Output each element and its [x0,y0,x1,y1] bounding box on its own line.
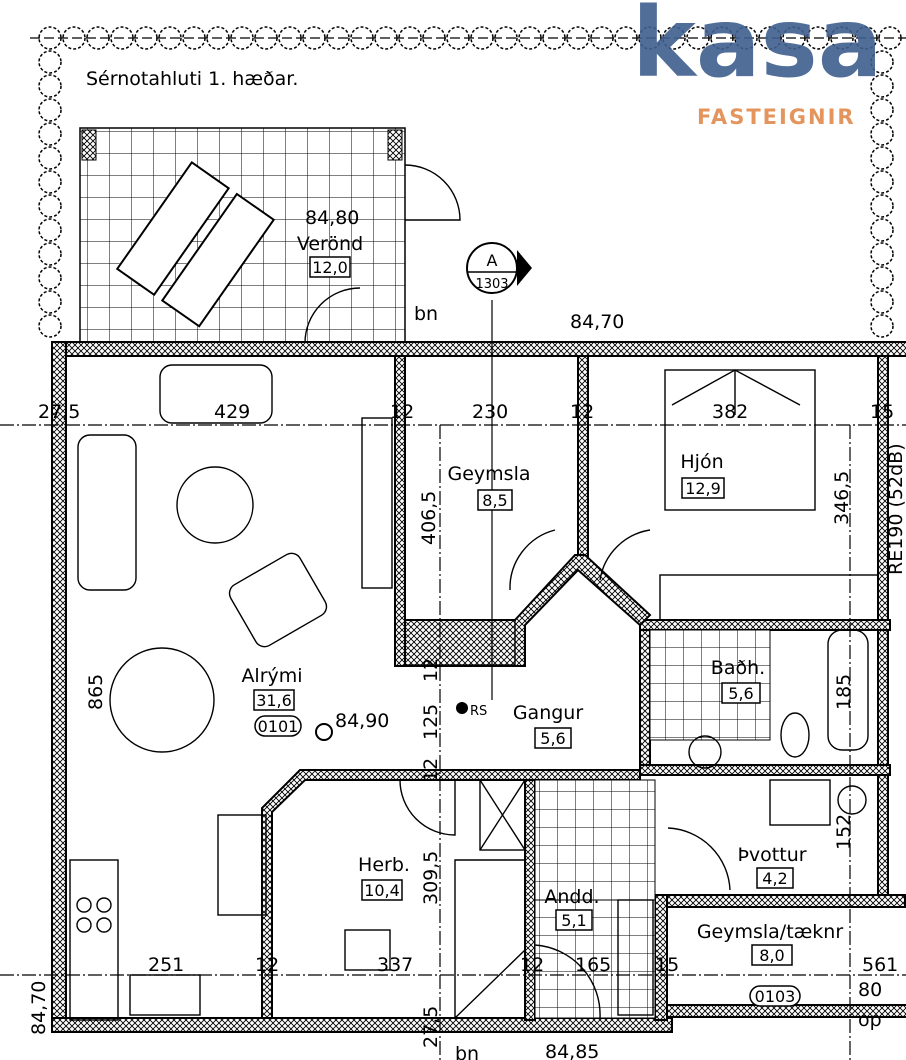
shrub-icon [38,50,62,74]
section-sheet: 1303 [475,277,508,292]
shrub-icon [38,218,62,242]
shrub-icon [38,242,62,266]
shrub-icon [38,122,62,146]
room-area: 31,6 [256,691,292,710]
dimensions-bottom: 251 12 337 12 165 15 561 80 [148,954,898,1001]
logo-text: kasa [632,0,883,99]
room-area: 12,0 [312,258,348,277]
elevation: 84,90 [335,710,389,732]
elevation: 84,70 [28,981,50,1035]
dimension: 12 [420,658,442,682]
annotation-bn: bn [414,303,438,325]
shrub-icon [38,146,62,170]
shrub-icon [38,314,62,338]
dimensions-vertical: 406,5 346,5 865 125 12 12 185 309,5 152 … [85,471,855,1048]
dimension: 152 [833,814,855,850]
dimension: 125 [420,704,442,740]
annotation-rs: RS [470,704,487,719]
logo-subtitle: FASTEIGNIR [697,105,856,129]
dimensions-top: 27,5 429 12 230 12 382 15 [38,401,894,423]
shrub-icon [870,314,894,338]
shrub-icon [870,98,894,122]
room-area: 8,5 [482,491,507,510]
dimension: 185 [833,674,855,710]
shrub-icon [870,266,894,290]
room-labels: Verönd 12,0 Geymsla 8,5 Hjón 12,9 Alrými… [241,233,844,1007]
section-marker: A 1303 [466,242,532,294]
shrub-icon [870,122,894,146]
dimension: 12 [520,954,544,976]
room-name: Andd. [544,886,599,908]
shrub-icon [870,146,894,170]
dimension: 27,5 [38,401,80,423]
dimension: 230 [472,401,508,423]
room-name: Verönd [297,233,363,255]
plan-title: Sérnotahluti 1. hæðar. [86,68,298,90]
hedge-border [38,26,902,338]
dimension: 309,5 [420,851,442,905]
shrub-icon [38,290,62,314]
room-name: Alrými [241,665,302,687]
shrub-icon [38,194,62,218]
room-area: 5,6 [728,684,753,703]
shrub-icon [38,74,62,98]
room-name: Hjón [680,451,723,473]
room-code: 0101 [258,717,299,736]
dimension: 337 [377,954,413,976]
shrub-icon [870,194,894,218]
shrub-icon [38,98,62,122]
dimension: 12 [570,401,594,423]
furniture [69,364,869,1021]
room-name: Baðh. [711,657,765,679]
dimension: 865 [85,674,107,710]
dimension: 12 [255,954,279,976]
shrub-icon [870,242,894,266]
room-name: Geymsla [448,463,531,485]
room-area: 5,6 [540,729,565,748]
room-area: 4,2 [762,869,787,888]
room-name: Gangur [513,702,584,724]
annotation-op: op [858,1009,882,1031]
room-area: 5,1 [561,911,586,930]
kasa-logo: kasa FASTEIGNIR [632,0,883,129]
room-code: 0103 [755,987,796,1006]
elevation: 84,70 [570,311,624,333]
section-letter: A [487,251,498,270]
dimension: 561 [862,954,898,976]
dimension: 165 [575,954,611,976]
fire-rating: RE190 (52dB) [885,443,906,575]
dimension: 27,5 [420,1006,442,1048]
annotation-bn: bn [455,1043,479,1060]
walls [51,341,906,1033]
shrub-icon [870,218,894,242]
room-area: 12,9 [685,479,721,498]
elevation: 84,85 [545,1041,599,1060]
room-area: 8,0 [759,946,784,965]
room-area: 10,4 [364,881,400,900]
dimension: 12 [420,758,442,782]
elevation: 84,80 [305,207,359,229]
dimension: 406,5 [418,491,440,545]
shrub-icon [870,74,894,98]
room-name: Geymsla/tæknr [697,921,844,943]
shrub-icon [38,266,62,290]
dimension: 382 [712,401,748,423]
sun-lounger-icon [115,161,276,328]
shrub-icon [870,50,894,74]
dimension: 429 [214,401,250,423]
shrub-icon [870,170,894,194]
dimension: 80 [858,979,882,1001]
dimension: 15 [870,401,894,423]
room-name: Þvottur [737,844,806,866]
dimension: 15 [655,954,679,976]
dimension: 346,5 [831,471,853,525]
room-name: Herb. [358,854,410,876]
shrub-icon [870,290,894,314]
dimension: 12 [390,401,414,423]
dimension: 251 [148,954,184,976]
shrub-icon [38,170,62,194]
